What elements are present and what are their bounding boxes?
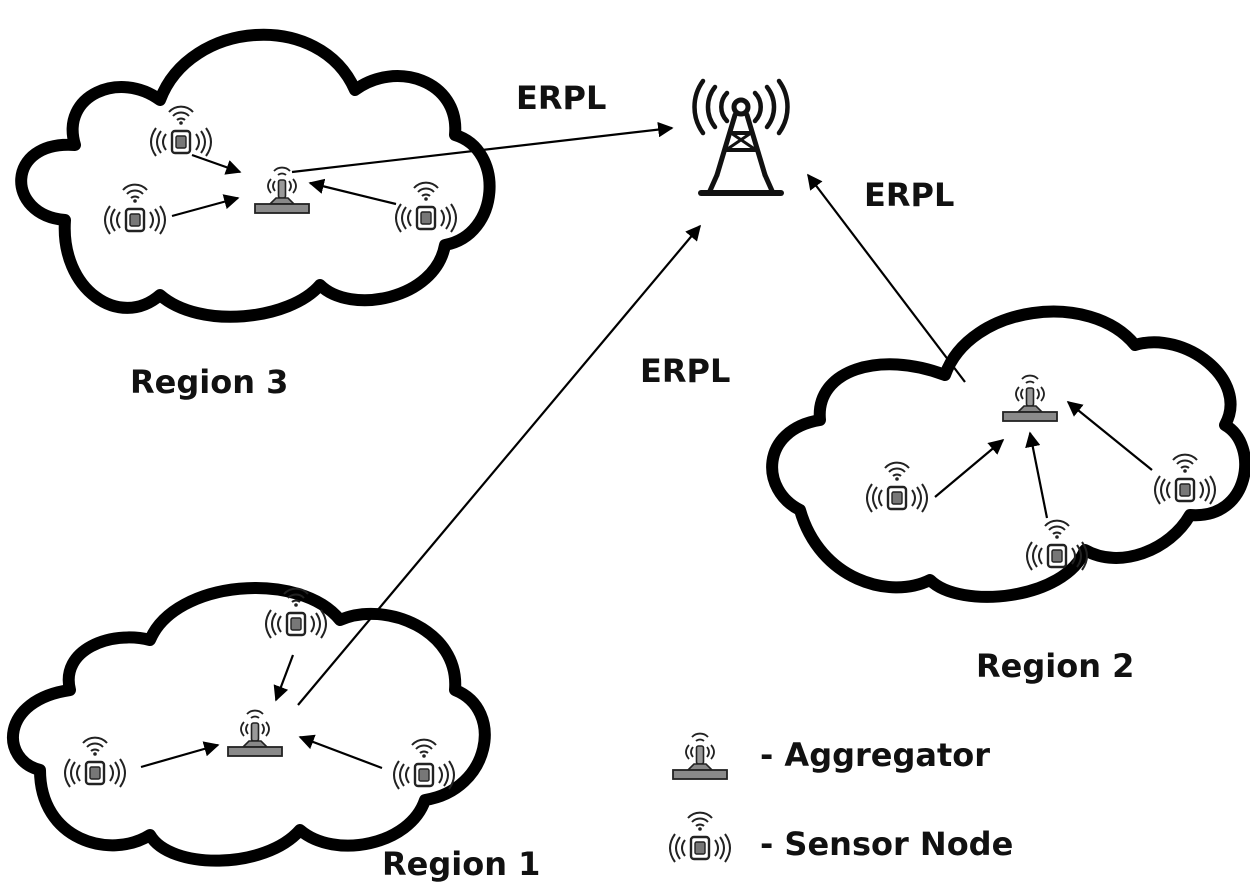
legend-sensor-label: - Sensor Node <box>760 825 1013 863</box>
r2-sensor-c-link <box>1066 401 1153 471</box>
link-region1-tower <box>297 224 701 706</box>
aggregator-icon <box>672 732 728 780</box>
legend: - Aggregator - Sensor Node <box>668 732 1013 864</box>
region-label-2: Region 2 <box>976 647 1134 685</box>
r3-sensor-a-link <box>191 153 242 175</box>
r2-sensor-a-link <box>934 439 1005 498</box>
region-1-cloud <box>7 581 491 867</box>
cell-tower-icon <box>692 78 790 196</box>
r1-sensor-b-link <box>140 741 220 769</box>
r2-sensor-b-link <box>1025 431 1049 519</box>
r3-sensor-b-link <box>171 194 240 218</box>
legend-aggregator-label: - Aggregator <box>760 736 990 774</box>
region-3-cloud <box>15 28 496 323</box>
r1-sensor-c-link <box>298 734 383 770</box>
link-region2-tower <box>807 173 966 383</box>
sensor-node-icon <box>668 811 732 864</box>
region-2-cloud <box>766 305 1250 603</box>
link-label-region3: ERPL <box>516 79 606 117</box>
r3-sensor-c-link <box>308 178 397 206</box>
region-label-1: Region 1 <box>382 845 540 883</box>
region-label-3: Region 3 <box>130 363 288 401</box>
link-label-region2: ERPL <box>864 176 954 214</box>
link-label-region1: ERPL <box>640 352 730 390</box>
link-region3-tower <box>291 121 674 174</box>
r1-sensor-a-link <box>273 654 295 702</box>
